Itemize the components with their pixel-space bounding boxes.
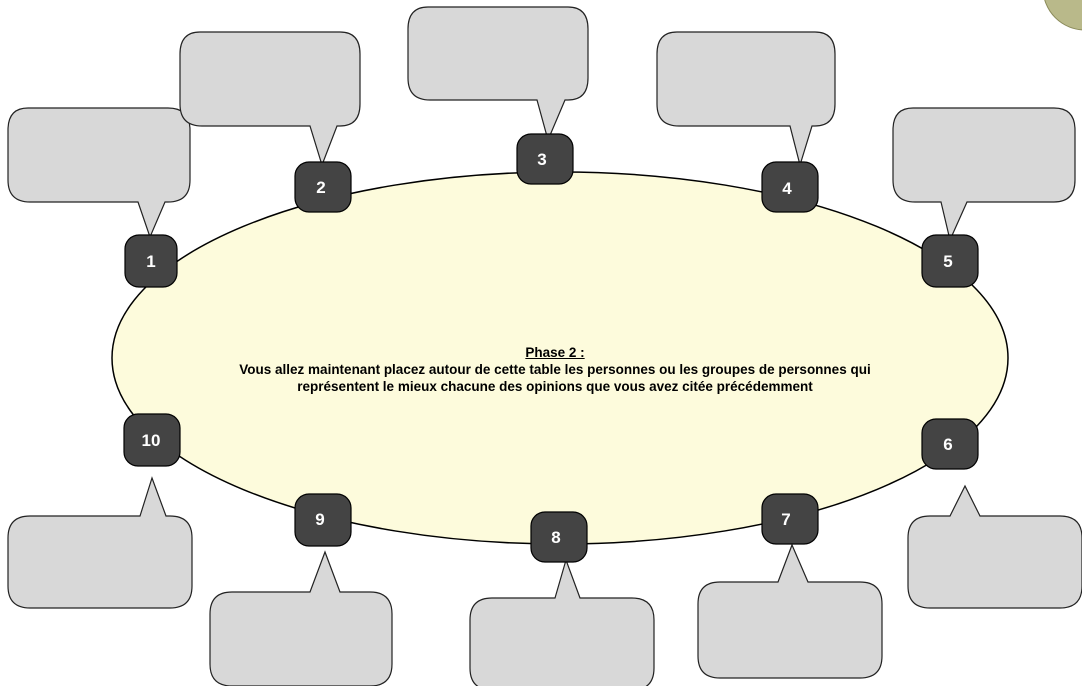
- seat-9[interactable]: 9: [294, 493, 352, 547]
- seat-10-label: 10: [142, 431, 161, 450]
- seat-1-label: 1: [146, 252, 155, 271]
- instruction-line-1: Vous allez maintenant placez autour de c…: [239, 362, 871, 377]
- speech-bubble-2[interactable]: [179, 31, 361, 167]
- seat-5-label: 5: [943, 252, 952, 271]
- seat-3[interactable]: 3: [516, 133, 574, 185]
- speech-bubble-3[interactable]: [407, 6, 589, 142]
- seat-7[interactable]: 7: [761, 493, 819, 545]
- instruction-line-2: représentent le mieux chacune des opinio…: [297, 379, 813, 394]
- seat-5[interactable]: 5: [921, 234, 979, 288]
- seat-2[interactable]: 2: [294, 161, 352, 213]
- speech-bubble-8[interactable]: [469, 558, 655, 691]
- seat-7-label: 7: [781, 510, 790, 529]
- speech-bubble-7[interactable]: [697, 543, 883, 679]
- speech-bubble-6[interactable]: [907, 484, 1082, 609]
- speech-bubble-4[interactable]: [656, 31, 836, 168]
- seat-8-label: 8: [551, 528, 560, 547]
- corner-decoration: [1044, 0, 1082, 31]
- seat-9-label: 9: [315, 510, 324, 529]
- speech-bubble-9[interactable]: [209, 550, 393, 687]
- speech-bubble-5[interactable]: [892, 107, 1076, 242]
- seat-3-label: 3: [537, 150, 546, 169]
- table-caption: Phase 2 : Vous allez maintenant placez a…: [150, 344, 960, 395]
- seat-8[interactable]: 8: [530, 511, 588, 563]
- speech-bubble-1[interactable]: [7, 107, 191, 239]
- seat-4[interactable]: 4: [761, 161, 819, 213]
- seat-2-label: 2: [316, 178, 325, 197]
- seat-6[interactable]: 6: [921, 418, 979, 470]
- seat-1[interactable]: 1: [124, 234, 178, 288]
- phase-title: Phase 2 :: [525, 345, 585, 360]
- seat-10[interactable]: 10: [123, 413, 181, 467]
- seat-4-label: 4: [782, 179, 792, 198]
- speech-bubble-10[interactable]: [7, 476, 193, 609]
- seat-6-label: 6: [943, 435, 952, 454]
